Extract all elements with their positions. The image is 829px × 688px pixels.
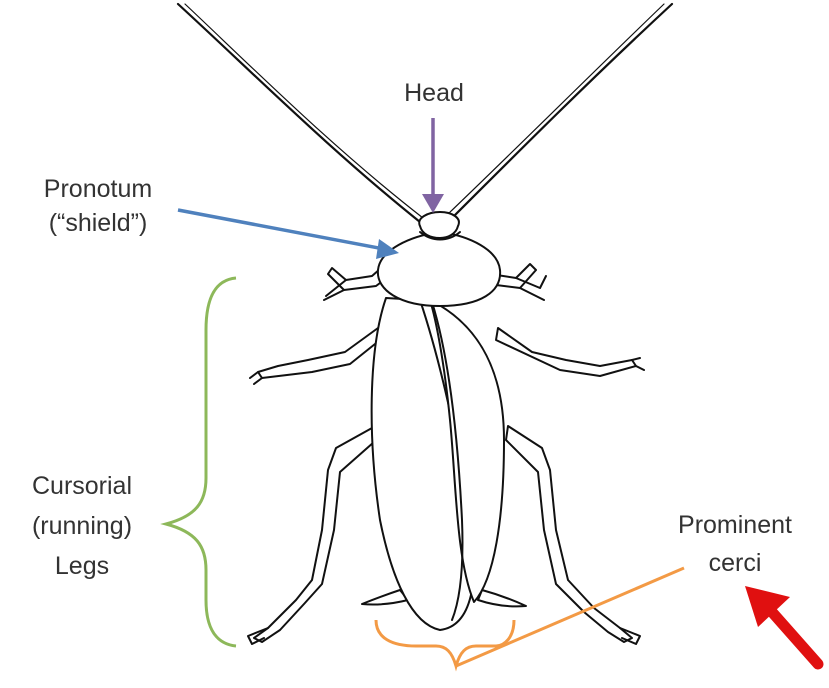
pronotum-label-line-1: Pronotum [16, 172, 180, 206]
pronotum-label-line-2: (“shield”) [16, 206, 180, 240]
head-label: Head [392, 76, 476, 110]
pronotum-arrow [178, 210, 399, 259]
cerci-label-line-2: cerci [650, 544, 820, 582]
pronotum [378, 232, 500, 306]
front-left-tarsus [324, 280, 346, 300]
red-pointer-arrow [745, 586, 818, 664]
left-antenna-inner [185, 4, 423, 218]
legs-brace [166, 278, 236, 646]
right-cercus [478, 590, 526, 606]
right-antenna [452, 4, 672, 218]
legs-label-line-3: Legs [2, 546, 162, 586]
cerci-label-line-1: Prominent [650, 506, 820, 544]
legs-label-line-2: (running) [2, 506, 162, 546]
front-right-tarsus [516, 276, 546, 300]
right-antenna-inner [448, 4, 664, 214]
left-antenna [178, 4, 420, 222]
head-arrow [422, 118, 444, 213]
pronotum-label: Pronotum (“shield”) [16, 172, 180, 240]
hind-left-leg [254, 428, 374, 642]
cerci-label: Prominent cerci [650, 506, 820, 582]
head-shape [419, 212, 459, 238]
hind-right-leg [506, 426, 632, 642]
left-cercus [362, 590, 408, 605]
legs-label-line-1: Cursorial [2, 466, 162, 506]
middle-right-leg [496, 328, 636, 376]
legs-label: Cursorial (running) Legs [2, 466, 162, 586]
middle-left-leg [258, 328, 380, 378]
